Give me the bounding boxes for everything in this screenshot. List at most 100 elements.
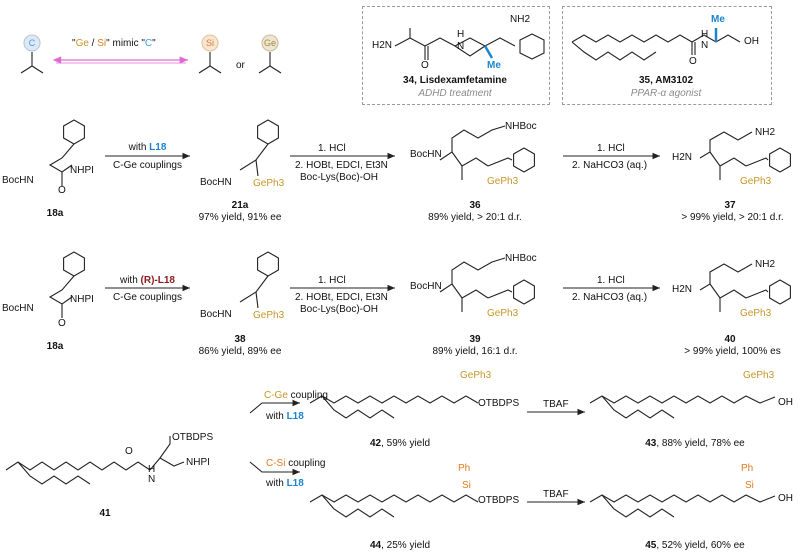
- p45-label: 45, 52% yield, 60% ee: [645, 540, 745, 551]
- sm41-head: [149, 436, 171, 471]
- row1-sm-o: O: [58, 185, 66, 196]
- row2-p2-geph3: GePh3: [487, 308, 519, 319]
- mimic-ge: Ge: [75, 38, 89, 49]
- row1-arrow1-bottom: C-Ge couplings: [113, 160, 182, 171]
- row1-p2-geph3: GePh3: [487, 176, 519, 187]
- p43-chain-lower: [601, 395, 675, 419]
- row2-sm-chain: [48, 275, 75, 305]
- arrow-row3-upper: [249, 399, 300, 414]
- lisdex-nh2: NH2: [510, 14, 531, 25]
- row2-p2-nhboc: NHBoc: [505, 253, 537, 264]
- p43-geph3: GePh3: [743, 370, 775, 381]
- or-label: or: [236, 60, 245, 71]
- row2-p3-nh2: NH2: [755, 259, 776, 270]
- row1-p3-geph3: GePh3: [740, 176, 772, 187]
- p44-ph: Ph: [458, 463, 471, 474]
- row1-p2-nhboc: NHBoc: [505, 121, 537, 132]
- lisdex-caption: ADHD treatment: [418, 88, 492, 99]
- silicon-sphere-icon: [201, 34, 219, 52]
- row3-lower-top: C-Si coupling: [266, 458, 326, 469]
- row2-arrow2-l1: 1. HCl: [318, 275, 346, 286]
- p45-oh: OH: [778, 493, 793, 504]
- row2-arrow2-l3: Boc-Lys(Boc)-OH: [300, 304, 378, 315]
- atom-ge-label: Ge: [263, 38, 276, 48]
- row1-p3-amide: [709, 151, 747, 167]
- row1-sm-label: 18a: [46, 208, 64, 219]
- p42-chain-lower: [321, 395, 395, 419]
- row1-p1-bochn: BocHN: [200, 177, 232, 188]
- row2-p1-chain: [239, 275, 269, 303]
- p42-geph3: GePh3: [460, 370, 492, 381]
- row1-p1-phenyl: [257, 119, 279, 145]
- row2-sm-bochn: BocHN: [2, 303, 34, 314]
- sm41-amide: [159, 457, 185, 467]
- mimic-si: Si: [97, 38, 107, 49]
- atom-c-label: C: [28, 38, 36, 48]
- p43-label: 43, 88% yield, 78% ee: [645, 438, 745, 449]
- row1-arrow3-l2: 2. NaHCO3 (aq.): [572, 160, 648, 171]
- sm41-chain-lower: [17, 461, 91, 485]
- atom-si-label: Si: [205, 38, 214, 48]
- row1-arrow2-l2: 2. HOBt, EDCI, Et3N: [295, 160, 388, 171]
- row1-p3-label: 37: [724, 200, 736, 211]
- row1-sm-nhpi: NHPI: [70, 165, 94, 176]
- p44-otbdps: OTBDPS: [478, 495, 520, 506]
- p45-ph: Ph: [741, 463, 754, 474]
- am3102-label: 35, AM3102: [638, 75, 694, 86]
- lisdex-n: N: [457, 41, 465, 52]
- germanium-sphere-icon: [261, 34, 279, 52]
- row1-p1-label: 21a: [231, 200, 249, 211]
- row2-p2-bochn: BocHN: [410, 281, 442, 292]
- am3102-caption: PPAR-α agonist: [630, 88, 702, 99]
- am3102-oh: OH: [744, 36, 759, 47]
- row1-p2-label: 36: [469, 200, 481, 211]
- row2-p3-link: [745, 289, 769, 299]
- row2-sm-label: 18a: [46, 341, 64, 352]
- mimic-c: C: [144, 38, 153, 49]
- sm41-chain: [5, 461, 151, 471]
- row2-p1-label: 38: [234, 334, 246, 345]
- row1-arrow2-l1: 1. HCl: [318, 143, 346, 154]
- row3-sm-nhpi: NHPI: [186, 457, 210, 468]
- row1-p3-h2n: H2N: [672, 152, 693, 163]
- row1-arrow1-top: with L18: [128, 142, 167, 153]
- row2-p2-lys: [439, 257, 506, 293]
- mimic-diagram: [20, 34, 282, 74]
- row1-p2-amide: [451, 151, 489, 167]
- row3-lower-bottom: with L18: [266, 478, 304, 489]
- row2-p1-bochn: BocHN: [200, 309, 232, 320]
- row3-sm-otbdps: OTBDPS: [172, 432, 214, 443]
- row1-p3-nh2: NH2: [755, 127, 776, 138]
- row2-p1-geph3: GePh3: [253, 310, 285, 321]
- row2-arrow3-l2: 2. NaHCO3 (aq.): [572, 292, 648, 303]
- p43-chain: [589, 395, 776, 404]
- row2-p3-yield: > 99% yield, 100% es: [684, 346, 781, 357]
- p42-otbdps: OTBDPS: [478, 398, 520, 409]
- row1-sm-phenyl: [63, 119, 85, 145]
- p44-label: 44, 25% yield: [369, 540, 431, 551]
- p42-label: 42, 59% yield: [369, 438, 431, 449]
- am3102-o: O: [689, 56, 697, 67]
- row2-p3-phenyl: [769, 279, 791, 305]
- row2-p3-geph3: GePh3: [740, 308, 772, 319]
- row1-arrow3-l1: 1. HCl: [597, 143, 625, 154]
- row1-p3-link: [745, 157, 769, 167]
- row2-p1-phenyl: [257, 251, 279, 277]
- p45-si: Si: [745, 480, 754, 491]
- row1-p2-bochn: BocHN: [410, 149, 442, 160]
- p42-chain: [309, 395, 479, 404]
- p44-chain: [309, 494, 479, 503]
- row2-p2-yield: 89% yield, 16:1 d.r.: [432, 346, 518, 357]
- lisdexamfetamine-structure: [394, 28, 545, 60]
- row3-upper-bottom: with L18: [266, 411, 304, 422]
- row2-p1-yield: 86% yield, 89% ee: [198, 346, 282, 357]
- row1-p2-phenyl: [513, 147, 535, 173]
- row1-p1-geph3: GePh3: [253, 178, 285, 189]
- reaction-arrows: [105, 152, 660, 506]
- row2-p1-ge: [255, 291, 259, 309]
- row2-sm-phenyl: [63, 251, 85, 277]
- row1-sm-bochn: BocHN: [2, 175, 34, 186]
- row2-p3-h2n: H2N: [672, 284, 693, 295]
- row2-p3-label: 40: [724, 334, 736, 345]
- am3102-h: H: [701, 29, 709, 40]
